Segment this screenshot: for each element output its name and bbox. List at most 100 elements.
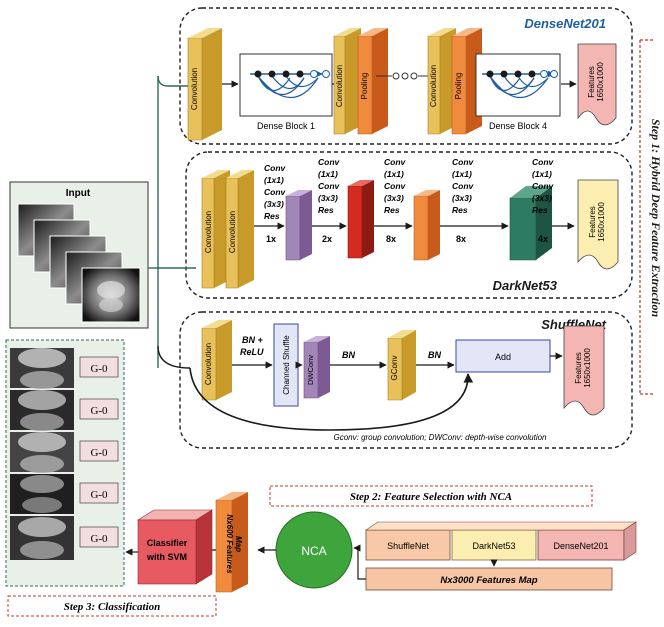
shufflenet-bn1: BN — [342, 350, 355, 360]
shufflenet-conv-label: Convolution — [204, 343, 213, 385]
grade-box-2 — [79, 440, 119, 462]
grade-box-1 — [79, 398, 119, 420]
darknet-stage-3: Conv (1x1) Conv (3x3) Res 8x — [452, 157, 475, 244]
step2-label: Step 2: Feature Selection with NCA — [350, 491, 512, 503]
grade-label-1: G-0 — [90, 405, 108, 417]
darknet-conv2-label: Convolution — [228, 211, 237, 253]
darknet-stage-3-line-3: (3x3) — [452, 193, 472, 203]
darknet-stage-1: Conv (1x1) Conv (3x3) Res 2x — [318, 157, 341, 244]
nca-connectors — [257, 544, 366, 580]
densenet-conv3-label: Convolution — [429, 65, 438, 107]
dwconv-label: DWConv — [306, 355, 315, 385]
darknet-stage-1-mult: 2x — [322, 234, 332, 244]
darknet-stage-0-line-1: (1x1) — [264, 175, 284, 185]
densenet-conv2-pool2: Convolution Pooling — [333, 28, 388, 135]
fusion-densenet-label: DenseNet201 — [553, 541, 608, 551]
densenet-features-line2: 1650x1000 — [596, 62, 605, 102]
darknet-stage-0-line-4: Res — [264, 211, 280, 221]
shufflenet-bnrelu-line2: ReLU — [240, 347, 264, 357]
densenet-conv3-pool3: Convolution Pooling — [427, 28, 482, 135]
shufflenet-bnrelu-line1: BN + — [242, 335, 263, 345]
fusion-shufflenet-label: ShuffleNet — [387, 541, 429, 551]
darknet-stage-0-line-3: (3x3) — [264, 199, 284, 209]
shuffle-label: Channed Shuffle — [282, 335, 291, 395]
dense-block-4-graph — [482, 70, 558, 99]
classifier-line2: with SVM — [146, 552, 187, 562]
gconv-block: GConv — [387, 330, 416, 401]
input-xray-stack — [17, 203, 141, 323]
output-xray-2 — [10, 432, 74, 473]
shufflenet-panel — [179, 311, 633, 449]
darknet-stage-0-line-2: Conv — [264, 187, 287, 197]
add-label: Add — [495, 352, 511, 362]
output-xray-0 — [10, 348, 74, 389]
dense-block-1 — [239, 53, 333, 117]
nca-label: NCA — [301, 544, 326, 558]
output-xray-4 — [10, 516, 74, 560]
densenet-features: Features 1650x1000 — [577, 43, 617, 126]
classifier-line1: Classifier — [147, 538, 188, 548]
grade-label-2: G-0 — [90, 447, 108, 459]
fusion-cube-top — [365, 521, 637, 561]
dense-block-4-label: Dense Block 4 — [489, 121, 547, 131]
grade-label-3: G-0 — [90, 489, 108, 501]
darknet-stage-1-line-2: Conv — [318, 181, 341, 191]
dense-block-1-graph — [250, 70, 330, 99]
darknet-stage-4-line-1: (1x1) — [532, 169, 552, 179]
shuffle-box — [273, 323, 299, 407]
darknet-stage-2-line-0: Conv — [384, 157, 407, 167]
add-box — [455, 339, 551, 373]
darknet-stage-2: Conv (1x1) Conv (3x3) Res 8x — [384, 157, 407, 244]
shufflenet-note: Gconv: group convolution; DWConv: depth-… — [334, 433, 548, 442]
input-label: Input — [66, 188, 91, 199]
darknet-stage-1-line-1: (1x1) — [318, 169, 338, 179]
step2-box — [269, 485, 593, 507]
darknet-stage-4-line-2: Conv — [532, 181, 555, 191]
darknet-conv1-label: Convolution — [204, 211, 213, 253]
fusion-densenet — [537, 529, 625, 561]
darknet-stage-1-line-4: Res — [318, 205, 334, 215]
darknet-stage-3-line-1: (1x1) — [452, 169, 472, 179]
fusion-shufflenet — [365, 529, 451, 561]
darknet-stage-1-line-0: Conv — [318, 157, 341, 167]
darknet-stage-4: Conv (1x1) Conv (3x3) Res 4x — [532, 157, 555, 244]
darknet-stage-0: Conv (1x1) Conv (3x3) Res 1x — [264, 163, 287, 244]
fusion-darknet-label: DarkNet53 — [472, 541, 515, 551]
shufflenet-arrows — [189, 352, 563, 431]
densenet-pool2-label: Pooling — [360, 73, 369, 100]
selected-features-block: Nx600 Features Map — [215, 492, 248, 593]
step1-label: Step 1: Hybrid Deep Feature Extraction — [649, 119, 663, 318]
step3-label: Step 3: Classification — [64, 601, 161, 613]
shufflenet-bn2: BN — [428, 350, 441, 360]
output-xray-3 — [10, 474, 74, 514]
step3-box — [7, 595, 217, 617]
gconv-label: GConv — [390, 356, 399, 381]
grade-label-4: G-0 — [90, 533, 108, 545]
darknet-stage-3-line-0: Conv — [452, 157, 475, 167]
selected-line2: Map — [234, 536, 243, 552]
darknet-stage-4-line-3: (3x3) — [532, 193, 552, 203]
classifier-block: Classifier with SVM — [136, 509, 214, 585]
darknet-stage-1-line-3: (3x3) — [318, 193, 338, 203]
shufflenet-features-line2: 1650x1000 — [583, 348, 592, 388]
selected-line1: Nx600 Features — [225, 514, 234, 574]
darknet-panel — [185, 151, 633, 299]
darknet-stage-2-line-3: (3x3) — [384, 193, 404, 203]
darknet-conv-blocks: Convolution Convolution — [201, 170, 254, 289]
darknet-stage-0-mult: 1x — [266, 234, 276, 244]
grade-box-0 — [79, 356, 119, 378]
darknet-stage-2-line-4: Res — [384, 205, 400, 215]
densenet-conv1-block: Convolution — [187, 28, 222, 141]
dense-block-1-label: Dense Block 1 — [257, 121, 315, 131]
densenet-conv1-label: Convolution — [190, 68, 199, 110]
densenet-features-line1: Features — [587, 66, 596, 98]
darknet-stage-3-mult: 8x — [456, 234, 466, 244]
darknet-title: DarkNet53 — [493, 278, 558, 293]
fusion-darknet — [451, 529, 537, 561]
dense-block-4 — [475, 53, 561, 117]
shufflenet-features: Features 1650x1000 — [563, 325, 605, 416]
grade-box-3 — [79, 482, 119, 504]
darknet-stage-cubes — [285, 180, 552, 261]
densenet-panel — [179, 7, 633, 145]
